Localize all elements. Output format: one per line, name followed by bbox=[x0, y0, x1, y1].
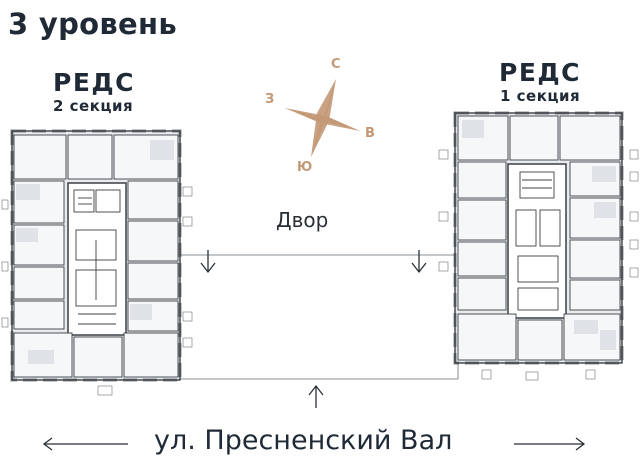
entrance-arrow-left bbox=[200, 250, 216, 274]
entrance-arrow-right bbox=[411, 250, 427, 274]
compass-north-label: С bbox=[331, 57, 341, 72]
level-title: 3 уровень bbox=[8, 7, 177, 41]
building-name-right: РЕДС bbox=[499, 58, 582, 87]
compass-west-label: З bbox=[265, 92, 275, 107]
entrance-arrow-street bbox=[308, 384, 324, 408]
building-plan-left bbox=[1, 129, 193, 396]
building-section-right: 1 секция bbox=[500, 87, 581, 105]
yard-outline bbox=[179, 254, 459, 380]
building-name-left: РЕДС bbox=[53, 68, 136, 97]
compass-south-label: Ю bbox=[297, 160, 313, 175]
street-arrow-left bbox=[42, 437, 128, 451]
yard-label: Двор bbox=[276, 208, 329, 232]
core-right bbox=[507, 163, 567, 319]
street-arrow-right bbox=[514, 437, 586, 451]
building-plan-right bbox=[438, 111, 639, 381]
compass-east-label: В bbox=[365, 126, 375, 141]
core-left bbox=[67, 182, 127, 336]
street-label: ул. Пресненский Вал bbox=[154, 425, 453, 456]
compass-rose bbox=[285, 79, 360, 157]
building-section-left: 2 секция bbox=[53, 97, 134, 115]
